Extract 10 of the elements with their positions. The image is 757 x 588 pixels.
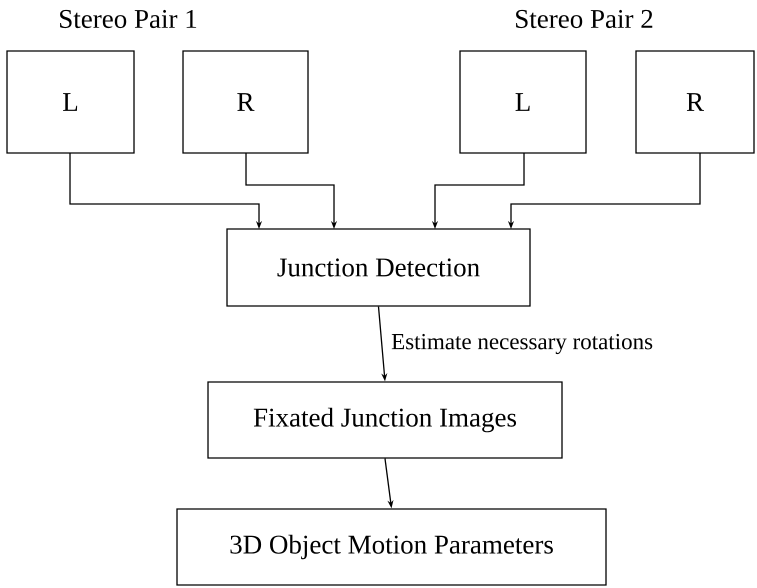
group-label: Stereo Pair 1 [60, 10, 196, 28]
process-box: Junction Detection [226, 228, 531, 307]
process-box: 3D Object Motion Parameters [176, 508, 607, 586]
image-box: L [6, 50, 135, 154]
process-box: Fixated Junction Images [207, 381, 563, 459]
edge-label: Estimate necessary rotations [390, 332, 654, 356]
image-box: R [182, 50, 309, 154]
group-label: Stereo Pair 2 [516, 10, 652, 28]
image-box: R [635, 50, 755, 154]
image-box: L [459, 50, 587, 154]
